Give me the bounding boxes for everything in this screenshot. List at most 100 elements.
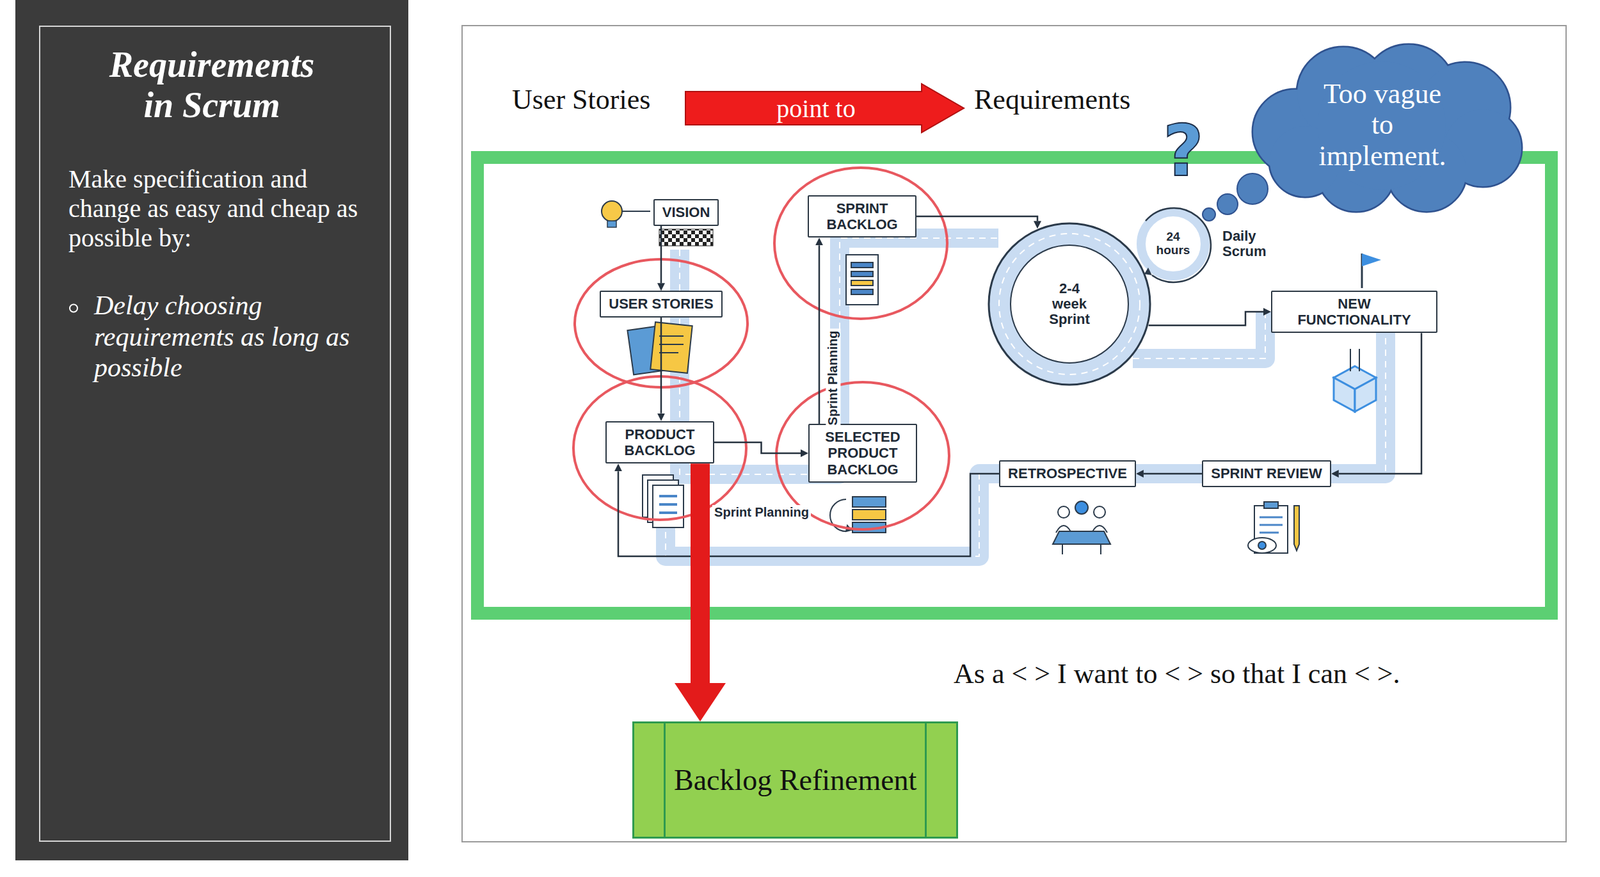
- focus-ellipses: [573, 376, 747, 520]
- sprint-backlog-icon: [846, 254, 879, 305]
- road: [665, 238, 1429, 557]
- node-text: NEW FUNCTIONALITY: [1280, 295, 1429, 329]
- sprint-backlog-icon: [851, 262, 873, 268]
- focus-ellipses: [573, 167, 950, 530]
- label-wrap: As a < > I want to < > so that I can < >…: [953, 657, 1401, 690]
- node-text: 2-4 week Sprint: [1040, 280, 1099, 328]
- flow-arrow: [1148, 311, 1264, 326]
- process-box: RETROSPECTIVE: [999, 460, 1136, 487]
- review-icon: [1248, 537, 1277, 553]
- refinement-arrow: [690, 463, 710, 683]
- sprint-backlog-icon: [846, 254, 879, 305]
- red-point-arrow: [685, 83, 964, 133]
- product-cube: [1350, 348, 1360, 372]
- road: [665, 238, 1429, 557]
- label-wrap: User Stories: [512, 83, 651, 116]
- sprint-ring: [999, 233, 1140, 375]
- review-icon: [1294, 505, 1300, 551]
- review-icon: [1259, 517, 1283, 533]
- node-text: SELECTED PRODUCT BACKLOG: [817, 428, 909, 478]
- lightbulb-icon: [622, 210, 651, 212]
- node-text: USER STORIES: [608, 295, 713, 312]
- thought-bubbles: [1202, 208, 1216, 221]
- bullet-marker: [69, 304, 78, 312]
- edge-label-wrap: Sprint Planning: [826, 328, 841, 427]
- retrospective-icon: [1093, 506, 1106, 518]
- product-backlog-icon: [659, 496, 678, 513]
- flow-arrow: [1143, 472, 1202, 475]
- sprint-backlog-icon: [851, 289, 873, 295]
- daily-scrum-loop: [1145, 208, 1211, 283]
- flow-arrow: [660, 317, 663, 414]
- thought-cloud: Too vague to implement.: [1234, 35, 1531, 215]
- process-box: NEW FUNCTIONALITY: [1271, 290, 1438, 334]
- process-box: USER STORIES: [599, 290, 722, 317]
- slide-panel: [462, 25, 1567, 842]
- node-text: RETROSPECTIVE: [1008, 465, 1128, 482]
- sprint-ring: [1010, 245, 1129, 363]
- heading-label: Requirements: [974, 83, 1131, 116]
- lightbulb-icon: [601, 200, 651, 228]
- thought-bubbles: [1217, 193, 1238, 215]
- arrow-label: point to: [776, 93, 856, 124]
- thought-bubbles: [1202, 173, 1268, 221]
- cycle-label: 24 hours: [1153, 230, 1193, 258]
- bullet-marker: [15, 0, 409, 861]
- flow-arrow: [818, 245, 821, 424]
- daily-scrum-loop: [1144, 267, 1152, 276]
- node-text: Backlog Refinement: [673, 762, 917, 798]
- release-flag: [1361, 253, 1382, 288]
- user-story-cards: [650, 321, 692, 374]
- label-wrap: ?: [1162, 115, 1204, 187]
- slide-body: Make specification and change as easy an…: [68, 164, 370, 253]
- user-story-cards: [627, 321, 692, 375]
- retrospective-icon: [1062, 544, 1101, 555]
- flow-arrow: [618, 471, 1000, 557]
- edge-label-wrap: Sprint Planning: [712, 504, 811, 520]
- review-icon: [1248, 501, 1300, 553]
- edge-label: Sprint Planning: [826, 328, 841, 427]
- focus-ellipses: [774, 167, 948, 319]
- panel-frame: [39, 25, 392, 842]
- sprint-backlog-icon: [851, 271, 873, 277]
- retrospective-icon: [1052, 501, 1111, 555]
- sprint-circle: 2-4 week Sprint: [987, 222, 1152, 386]
- review-icon: [1258, 541, 1266, 550]
- lightbulb-icon: [601, 200, 623, 222]
- process-box: PRODUCT BACKLOG: [605, 421, 715, 464]
- review-icon: [1264, 501, 1279, 509]
- refinement-box: Backlog Refinement: [632, 721, 959, 839]
- road: [1132, 311, 1266, 359]
- release-flag: [1361, 253, 1382, 267]
- product-cube: [1354, 377, 1376, 412]
- finish-flag: [659, 229, 713, 246]
- node-text: Too vague to implement.: [1312, 78, 1453, 172]
- label-wrap: 24 hours: [1153, 230, 1193, 258]
- retrospective-icon: [1052, 531, 1111, 544]
- bullet-text: Delay choosing requirements as long as p…: [94, 289, 351, 383]
- node-text: SPRINT BACKLOG: [816, 200, 908, 233]
- flow-arrow: [660, 225, 663, 284]
- template-text: As a < > I want to < > so that I can < >…: [953, 657, 1401, 690]
- node-text: PRODUCT BACKLOG: [614, 426, 706, 459]
- label-wrap: Requirements: [974, 83, 1131, 116]
- product-cube: [1333, 377, 1355, 412]
- label-wrap: point to: [776, 93, 856, 124]
- product-cube: [1333, 348, 1376, 412]
- node-text: SPRINT REVIEW: [1210, 465, 1323, 482]
- selected-backlog-icon: [852, 496, 886, 507]
- lightbulb-icon: [607, 220, 617, 228]
- heading-label: User Stories: [512, 83, 651, 116]
- retrospective-icon: [1057, 506, 1070, 518]
- node-text: VISION: [662, 204, 711, 221]
- flow-arrow: [1338, 332, 1422, 474]
- green-frame: [477, 157, 1552, 614]
- process-box: SPRINT BACKLOG: [807, 195, 917, 239]
- thought-bubbles: [1237, 173, 1268, 205]
- sprint-backlog-icon: [851, 280, 873, 286]
- selected-backlog-icon: [852, 509, 886, 520]
- side-panel: Requirements in ScrumMake specification …: [15, 0, 409, 861]
- sprint-ring: [988, 223, 1151, 385]
